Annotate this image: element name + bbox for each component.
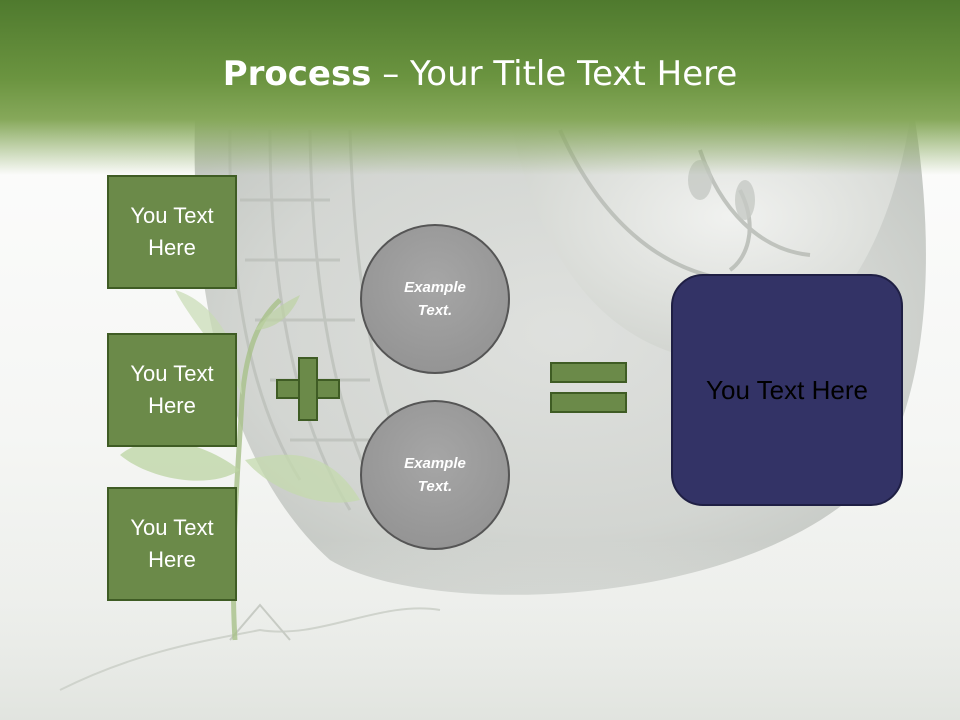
left-text-box-1[interactable]: You Text Here xyxy=(107,175,237,289)
plus-icon[interactable] xyxy=(276,357,340,421)
result-label: You Text Here xyxy=(706,374,868,405)
equals-top-bar xyxy=(550,362,627,383)
left-text-box-label: You Text Here xyxy=(130,515,214,572)
circle-label: Example Text. xyxy=(404,455,466,495)
left-text-box-2[interactable]: You Text Here xyxy=(107,333,237,447)
example-circle-2[interactable]: Example Text. xyxy=(360,400,510,550)
equals-bottom-bar xyxy=(550,392,627,413)
title-bold: Process xyxy=(222,54,372,94)
slide-title: Process – Your Title Text Here xyxy=(0,52,960,96)
left-text-box-label: You Text Here xyxy=(130,203,214,260)
title-rest: – Your Title Text Here xyxy=(371,54,738,94)
plus-center xyxy=(300,381,316,397)
left-text-box-3[interactable]: You Text Here xyxy=(107,487,237,601)
example-circle-1[interactable]: Example Text. xyxy=(360,224,510,374)
left-text-box-label: You Text Here xyxy=(130,361,214,418)
circle-label: Example Text. xyxy=(404,279,466,319)
header-band xyxy=(0,0,960,175)
result-box[interactable]: You Text Here xyxy=(671,274,903,506)
